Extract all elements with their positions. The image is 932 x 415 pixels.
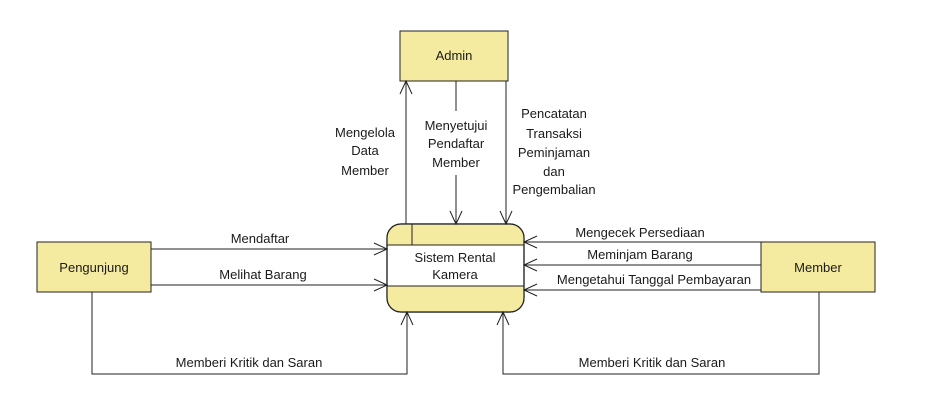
entity-member[interactable]: Member	[760, 241, 876, 293]
flow-meminjam-barang: Meminjam Barang	[522, 247, 761, 272]
flow-label-pencatatan-5: Pengembalian	[512, 182, 595, 197]
flow-kritik-pengunjung: Memberi Kritik dan Saran	[91, 292, 414, 375]
flow-menyetujui-pendaftar-member: Menyetujui Pendaftar Member	[425, 81, 488, 226]
flow-pencatatan-transaksi: Pencatatan Transaksi Peminjaman dan Peng…	[499, 81, 596, 226]
flow-label-mengelola-3: Member	[341, 163, 389, 178]
flow-label-melihat-barang: Melihat Barang	[219, 267, 306, 282]
entity-admin-label: Admin	[436, 48, 473, 63]
flow-melihat-barang: Melihat Barang	[151, 267, 389, 292]
flow-label-menyetujui-1: Menyetujui	[425, 118, 488, 133]
flow-label-mengelola-2: Data	[351, 143, 379, 158]
flow-label-pencatatan-1: Pencatatan	[521, 106, 587, 121]
flow-label-pencatatan-3: Peminjaman	[518, 145, 590, 160]
process-sistem-rental-kamera[interactable]: Sistem Rental Kamera	[386, 223, 525, 313]
flow-label-pencatatan-2: Transaksi	[526, 126, 582, 141]
entity-pengunjung-label: Pengunjung	[59, 260, 128, 275]
flow-label-mengetahui-tanggal: Mengetahui Tanggal Pembayaran	[557, 272, 751, 287]
entity-pengunjung[interactable]: Pengunjung	[36, 241, 152, 293]
flow-label-meminjam-barang: Meminjam Barang	[587, 247, 693, 262]
flow-mengelola-data-member: Mengelola Data Member	[335, 79, 413, 224]
flow-label-menyetujui-3: Member	[432, 155, 480, 170]
flow-label-mengelola-1: Mengelola	[335, 125, 396, 140]
flow-label-kritik-pengunjung: Memberi Kritik dan Saran	[176, 355, 323, 370]
flow-mengetahui-tanggal: Mengetahui Tanggal Pembayaran	[522, 272, 761, 297]
entity-admin[interactable]: Admin	[399, 30, 509, 82]
process-label-line2: Kamera	[432, 267, 478, 282]
process-label-line1: Sistem Rental	[415, 250, 496, 265]
flow-label-mendaftar: Mendaftar	[231, 231, 290, 246]
flow-mengecek-persediaan: Mengecek Persediaan	[522, 225, 761, 249]
flow-label-mengecek-persediaan: Mengecek Persediaan	[575, 225, 704, 240]
flow-label-menyetujui-2: Pendaftar	[428, 136, 485, 151]
flow-label-pencatatan-4: dan	[543, 164, 565, 179]
flow-mendaftar: Mendaftar	[151, 231, 389, 256]
flow-kritik-member: Memberi Kritik dan Saran	[496, 292, 820, 375]
entity-member-label: Member	[794, 260, 842, 275]
flow-label-kritik-member: Memberi Kritik dan Saran	[579, 355, 726, 370]
